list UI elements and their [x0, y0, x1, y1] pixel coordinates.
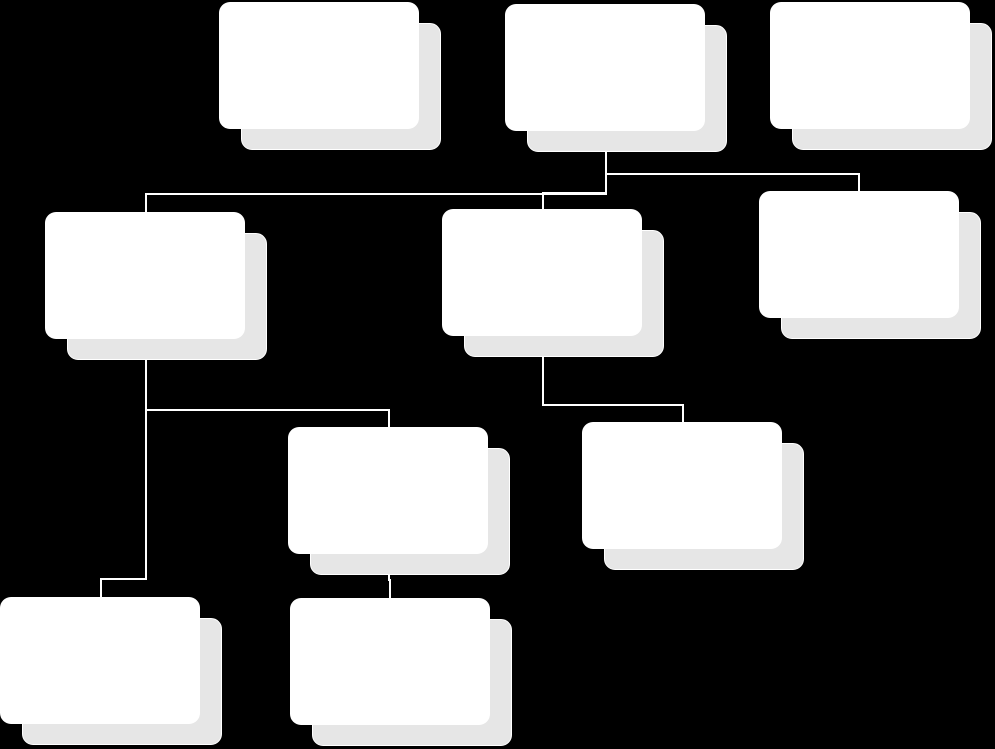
connector-b-to-d	[145, 132, 607, 212]
connector-e-to-h	[542, 337, 684, 422]
connector-b-to-e	[542, 174, 607, 209]
node-card	[45, 212, 245, 339]
node-card	[505, 4, 705, 131]
connector-d-to-i	[100, 339, 147, 597]
org-node-j[interactable]	[290, 598, 512, 747]
node-card	[288, 427, 488, 554]
org-node-d[interactable]	[45, 212, 267, 361]
node-card	[582, 422, 782, 549]
org-node-b[interactable]	[505, 4, 727, 153]
node-card	[0, 597, 200, 724]
org-node-e[interactable]	[442, 209, 664, 358]
org-node-f[interactable]	[759, 191, 981, 340]
node-card	[290, 598, 490, 725]
node-card	[770, 2, 970, 129]
node-card	[442, 209, 642, 336]
org-node-h[interactable]	[582, 422, 804, 571]
connector-b-to-f	[606, 173, 860, 191]
org-node-c[interactable]	[770, 2, 992, 151]
org-node-a[interactable]	[219, 2, 441, 151]
org-node-i[interactable]	[0, 597, 222, 746]
org-node-g[interactable]	[288, 427, 510, 576]
node-card	[759, 191, 959, 318]
node-card	[219, 2, 419, 129]
